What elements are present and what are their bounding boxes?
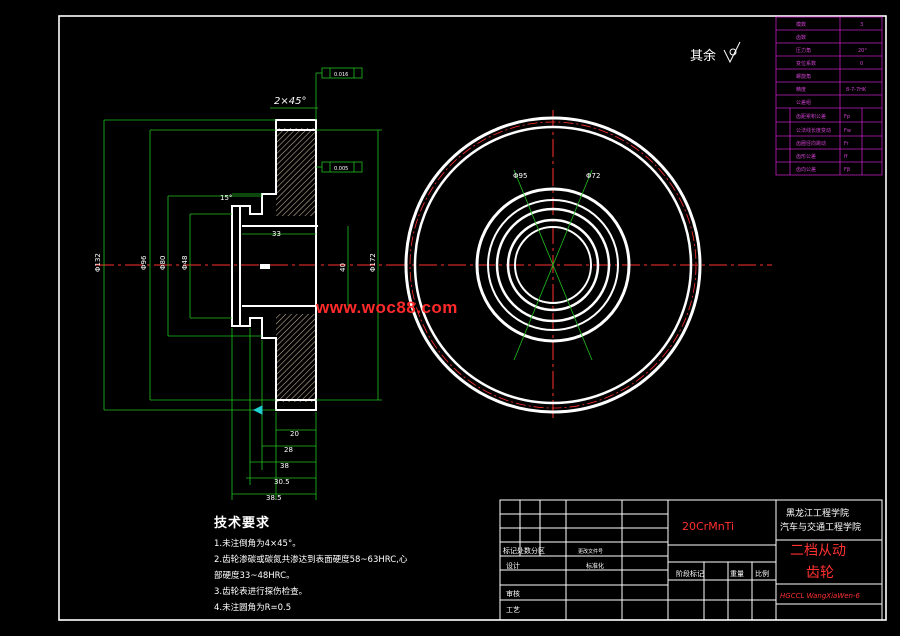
- svg-text:螺旋角: 螺旋角: [796, 73, 811, 80]
- dimension-lines-left: [103, 67, 382, 500]
- svg-text:审核: 审核: [506, 589, 520, 598]
- part-name-2: 齿轮: [806, 565, 834, 581]
- svg-text:模数: 模数: [796, 21, 806, 28]
- svg-text:变位系数: 变位系数: [796, 60, 816, 67]
- school-name: 黑龙江工程学院: [786, 507, 849, 519]
- svg-text:工艺: 工艺: [506, 606, 520, 614]
- svg-text:齿数: 齿数: [796, 34, 806, 41]
- svg-text:更改文件号: 更改文件号: [578, 548, 603, 555]
- surface-finish-note: 其余: [690, 48, 716, 64]
- svg-text:15°: 15°: [220, 194, 232, 202]
- roughness-symbol-icon: [723, 41, 741, 64]
- svg-text:0: 0: [860, 61, 863, 67]
- ring-dimension-lines: [513, 169, 593, 361]
- ring-dim-a: Φ95: [513, 172, 527, 180]
- tech-requirement-item: 2.齿轮渗碳或碳氮共渗达到表面硬度58~63HRC,心: [214, 555, 408, 565]
- drawing-border: [58, 15, 887, 621]
- svg-text:20: 20: [290, 430, 299, 438]
- ring-dim-b: Φ72: [586, 172, 600, 180]
- svg-text:Φ96: Φ96: [140, 255, 148, 270]
- gear-section-hatch: [276, 128, 316, 402]
- svg-text:齿向公差: 齿向公差: [796, 166, 816, 173]
- svg-text:40: 40: [339, 263, 347, 272]
- svg-text:精度: 精度: [796, 86, 806, 93]
- svg-text:标准化: 标准化: [586, 562, 604, 570]
- tech-requirement-item: 1.未注倒角为4×45°。: [214, 539, 301, 549]
- title-block-grid: [499, 499, 883, 621]
- school-department: 汽车与交通工程学院: [780, 521, 861, 533]
- tech-requirement-item: 4.未注圆角为R=0.5: [214, 603, 292, 613]
- material-text: 20CrMnTi: [682, 520, 734, 533]
- drawing-number: HGCCL WangXiaWen-6: [780, 592, 861, 600]
- tech-requirement-item: 3.齿轮表进行探伤检查。: [214, 587, 308, 597]
- svg-text:3: 3: [860, 22, 863, 28]
- svg-text:Φ172: Φ172: [369, 253, 377, 272]
- gear-front-view: [404, 116, 702, 414]
- svg-text:阶段标记: 阶段标记: [676, 569, 704, 578]
- svg-text:设计: 设计: [506, 561, 520, 570]
- svg-text:30.5: 30.5: [274, 478, 290, 486]
- svg-text:标记处数分区: 标记处数分区: [503, 546, 545, 555]
- technical-requirements: 技术要求 1.未注倒角为4×45°。 2.齿轮渗碳或碳氮共渗达到表面硬度58~6…: [214, 512, 407, 616]
- svg-text:20°: 20°: [858, 48, 867, 54]
- watermark-text: www.woc88.com: [316, 298, 458, 317]
- svg-text:33: 33: [272, 230, 281, 238]
- tech-requirements-title: 技术要求: [214, 516, 271, 531]
- svg-text:齿形公差: 齿形公差: [796, 153, 816, 160]
- gear-parameter-table: [775, 16, 883, 176]
- dimension-text-left: 2×45° Φ132 Φ96 Φ80 Φ48 40 Φ172 33 20 28 …: [94, 72, 377, 502]
- svg-text:Fw: Fw: [844, 128, 851, 134]
- gear-section-outline: [231, 119, 318, 411]
- part-name-1: 二档从动: [790, 543, 846, 559]
- svg-text:0.016: 0.016: [334, 72, 348, 78]
- svg-text:齿圈径向跳动: 齿圈径向跳动: [796, 140, 826, 147]
- title-block-labels: 标记处数分区 更改文件号 设计 标准化 审核 工艺 阶段标记 重量 比例: [503, 546, 769, 614]
- svg-text:公法线长度变动: 公法线长度变动: [796, 127, 831, 134]
- svg-text:Φ132: Φ132: [94, 253, 102, 272]
- svg-text:Φ48: Φ48: [181, 256, 189, 270]
- svg-text:38: 38: [280, 462, 289, 470]
- svg-text:8-7-7HK: 8-7-7HK: [846, 87, 867, 93]
- svg-text:Fβ: Fβ: [844, 167, 850, 173]
- svg-text:2×45°: 2×45°: [274, 96, 306, 107]
- param-table-text: 模数 3 齿数 压力角 20° 变位系数 0 螺旋角 精度 8-7-7HK 公差组 齿距…: [796, 21, 867, 173]
- svg-text:齿距累积公差: 齿距累积公差: [796, 113, 826, 120]
- svg-text:0.005: 0.005: [334, 166, 348, 172]
- datum-marker-icon: [252, 264, 270, 415]
- svg-text:ff: ff: [844, 154, 848, 160]
- svg-text:压力角: 压力角: [796, 47, 811, 54]
- svg-text:Φ80: Φ80: [159, 256, 167, 270]
- svg-text:38.5: 38.5: [266, 494, 282, 502]
- svg-text:重量: 重量: [730, 570, 744, 578]
- svg-text:28: 28: [284, 446, 293, 454]
- tech-requirement-item: 部硬度33~48HRC。: [214, 571, 295, 581]
- svg-text:Fp: Fp: [844, 114, 850, 120]
- svg-text:比例: 比例: [755, 569, 769, 578]
- svg-text:公差组: 公差组: [796, 99, 811, 106]
- svg-text:Fr: Fr: [844, 141, 850, 147]
